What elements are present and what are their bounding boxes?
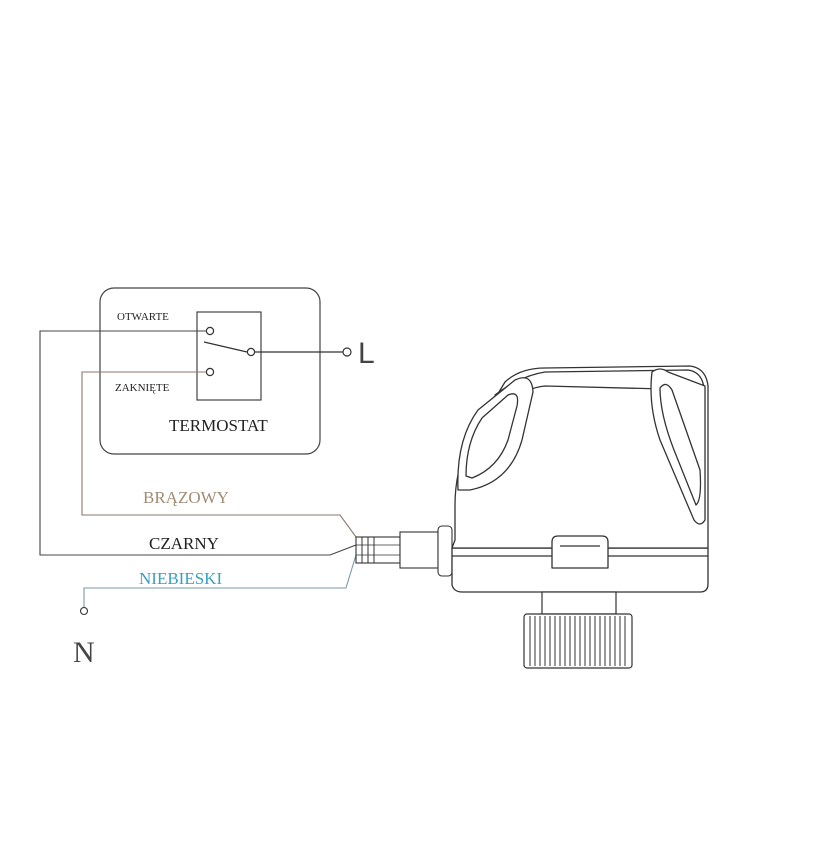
- cable-connector: [355, 525, 453, 577]
- black-wire: [39, 330, 357, 556]
- switch-arm: [203, 341, 248, 353]
- contact-closed-label: ZAKNIĘTE: [115, 382, 170, 394]
- relay-switch-box: [196, 311, 262, 401]
- neutral-label: N: [73, 636, 95, 669]
- neutral-terminal: [79, 606, 89, 616]
- live-label: L: [358, 337, 375, 370]
- brown-wire: [81, 371, 357, 538]
- knurled-nut-ridges: [529, 616, 626, 666]
- thermostat-title: TERMOSTAT: [169, 416, 268, 435]
- blue-wire-label: NIEBIESKI: [139, 569, 222, 588]
- contact-common-terminal: [246, 347, 256, 357]
- black-wire-label: CZARNY: [149, 534, 219, 553]
- brown-wire-label: BRĄZOWY: [143, 488, 229, 507]
- contact-open-terminal: [205, 326, 215, 336]
- live-terminal: [342, 347, 352, 357]
- contact-closed-terminal: [205, 367, 215, 377]
- contact-open-label: OTWARTE: [117, 311, 169, 323]
- actuator-body: [451, 365, 709, 593]
- blue-wire: [83, 554, 357, 608]
- thermostat-box: [99, 287, 321, 455]
